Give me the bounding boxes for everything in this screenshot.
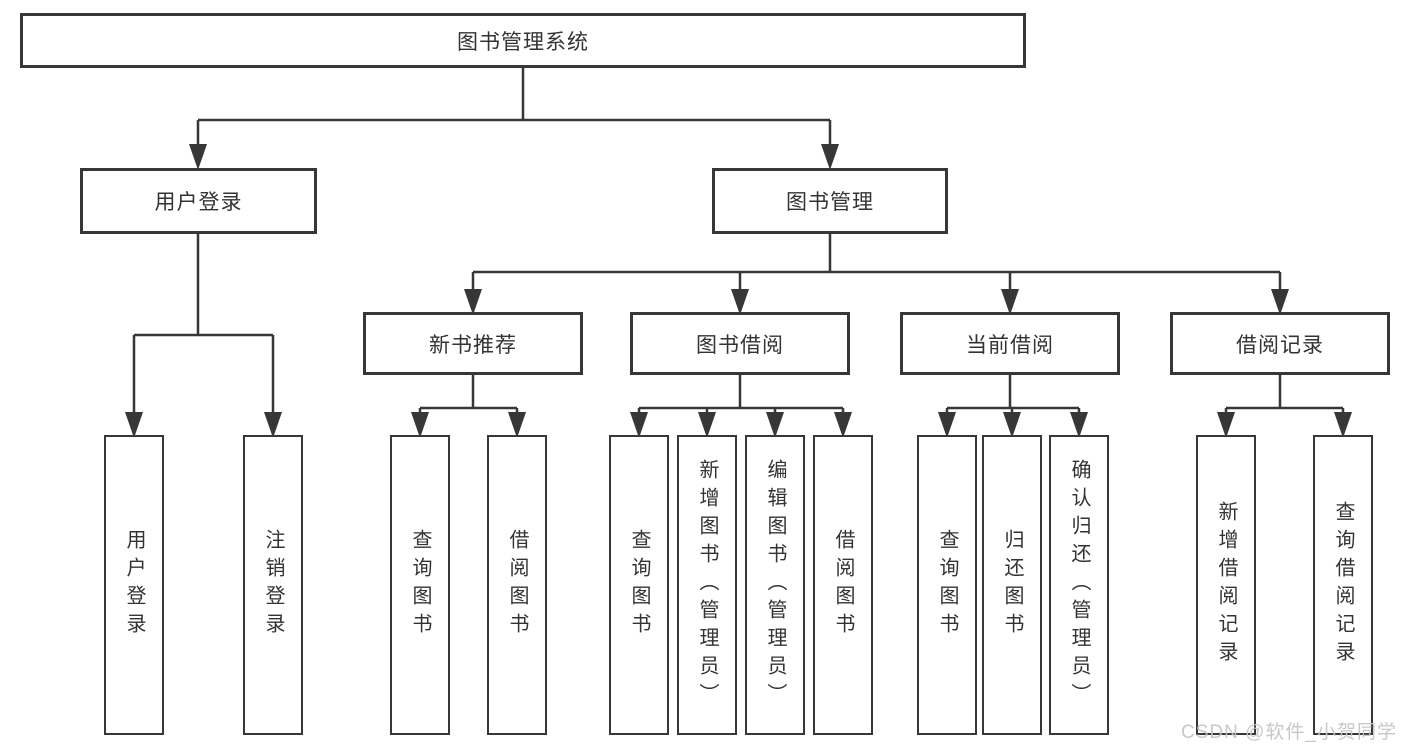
leaf-borrow-books-recommend: 借阅图书 [487, 435, 547, 735]
leaf-borrow-books: 借阅图书 [813, 435, 873, 735]
node-new-book-recommend: 新书推荐 [363, 312, 583, 375]
leaf-edit-books-admin: 编辑图书（管理员） [745, 435, 805, 735]
leaf-query-borrow-record: 查询借阅记录 [1313, 435, 1373, 735]
leaf-user-login: 用户登录 [104, 435, 164, 735]
node-borrowing-records: 借阅记录 [1170, 312, 1390, 375]
node-current-borrowing: 当前借阅 [900, 312, 1120, 375]
leaf-return-books: 归还图书 [982, 435, 1042, 735]
leaf-query-books-current: 查询图书 [917, 435, 977, 735]
node-user-login-branch: 用户登录 [80, 168, 317, 234]
leaf-confirm-return-admin: 确认归还（管理员） [1049, 435, 1109, 735]
node-book-management-branch: 图书管理 [712, 168, 948, 234]
leaf-logout: 注销登录 [243, 435, 303, 735]
connector-paths [132, 68, 1345, 432]
node-book-borrowing: 图书借阅 [630, 312, 850, 375]
leaf-query-books-borrowing: 查询图书 [609, 435, 669, 735]
leaf-query-books-recommend: 查询图书 [390, 435, 450, 735]
node-root-system: 图书管理系统 [20, 13, 1026, 68]
arrowheads [125, 144, 1352, 438]
leaf-add-books-admin: 新增图书（管理员） [677, 435, 737, 735]
leaf-add-borrow-record: 新增借阅记录 [1196, 435, 1256, 735]
